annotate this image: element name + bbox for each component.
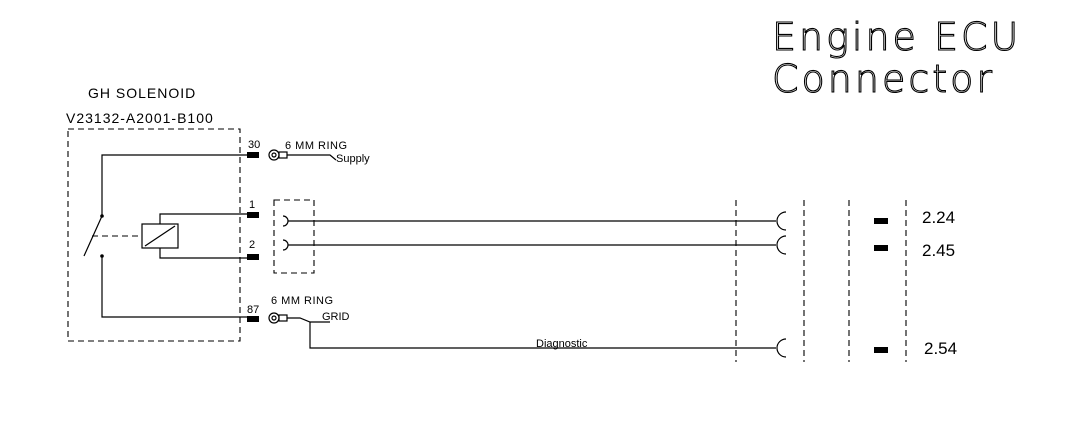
diagnostic-label: Diagnostic	[536, 338, 588, 350]
pin-1-label: 1	[249, 199, 255, 211]
ecu-socket-1	[776, 211, 787, 231]
pin-30-label: 30	[248, 139, 260, 151]
inline-socket-1	[282, 215, 289, 227]
ring-bottom-label: 6 MM RING	[271, 295, 334, 307]
pin-1-terminal	[247, 212, 259, 218]
pin-87-label: 87	[247, 304, 259, 316]
solenoid-part-number: V23132-A2001-B100	[66, 110, 214, 126]
ecu-pin-label-3: 2.54	[924, 339, 957, 358]
ecu-pin-bar-3	[874, 347, 888, 353]
ring-top-label: 6 MM RING	[285, 140, 348, 152]
ring-terminal-bottom	[268, 312, 330, 324]
wire-diagnostic	[309, 322, 776, 349]
pin-30-terminal	[247, 152, 259, 158]
ring-terminal-top	[268, 149, 337, 161]
pin-2-label: 2	[249, 239, 255, 251]
ecu-pin-bar-2	[874, 245, 888, 251]
pin-2-terminal	[247, 254, 259, 260]
solenoid-enclosure	[67, 128, 241, 342]
ecu-pin-label-1: 2.24	[922, 208, 955, 227]
relay-internals	[83, 154, 250, 318]
ecu-pin-label-2: 2.45	[922, 241, 955, 260]
diagram-title-line2: Connector	[772, 57, 995, 101]
grid-label: GRID	[322, 311, 350, 323]
pin-87-terminal	[247, 316, 259, 322]
ecu-socket-2	[776, 235, 787, 255]
supply-label: Supply	[336, 153, 370, 165]
diagram-title-line1: Engine ECU	[772, 15, 1021, 59]
inline-socket-2	[282, 239, 289, 251]
solenoid-name: GH SOLENOID	[88, 85, 196, 101]
ecu-pin-bar-1	[874, 218, 888, 224]
ecu-socket-3	[776, 338, 787, 358]
inline-connector	[273, 199, 315, 274]
